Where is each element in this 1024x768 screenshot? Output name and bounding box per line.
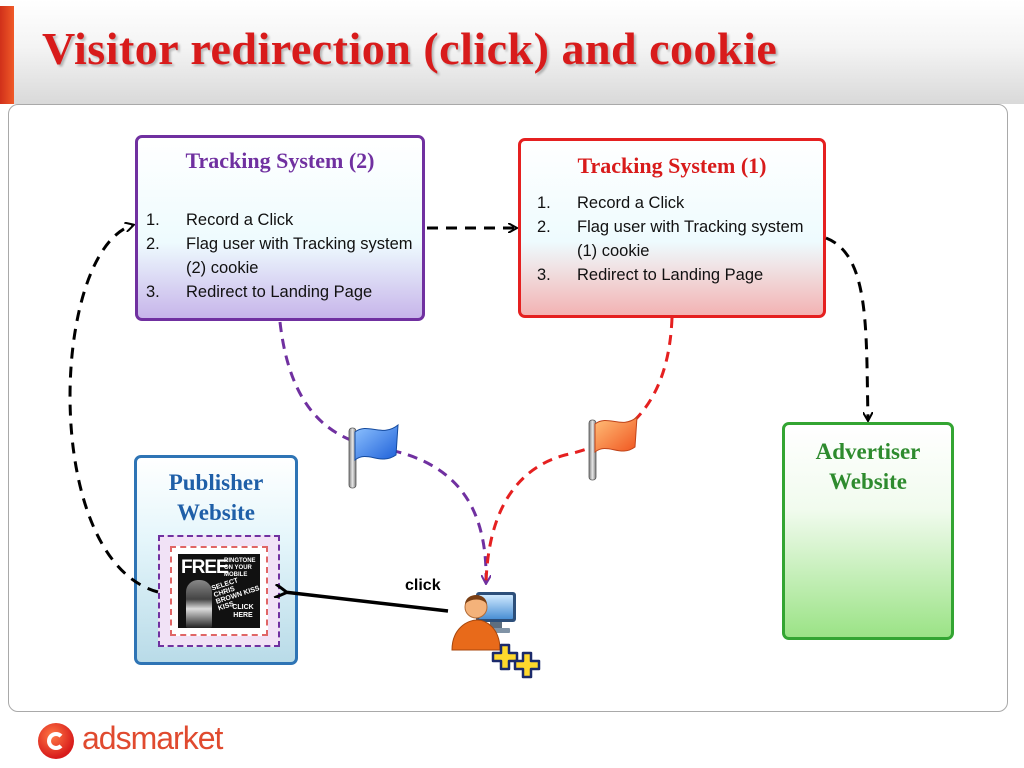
arrow-user-to-publisher (284, 592, 449, 613)
click-label: click (405, 577, 441, 594)
tracking-system-2-heading: Tracking System (2) (185, 148, 375, 173)
banner-ad[interactable]: FREE RINGTONE ON YOUR MOBILE SELECT CHRI… (178, 554, 260, 628)
banner-ad-cta: CLICK HERE (232, 604, 254, 619)
step-number: 2. (146, 235, 160, 253)
step-text: Redirect to Landing Page (577, 266, 764, 284)
slide-title: Visitor redirection (click) and cookie (42, 23, 778, 74)
step-item: 1. Record a Click (537, 191, 817, 215)
step-item: 3. Redirect to Landing Page (146, 280, 416, 304)
tracking-system-2-steps: 1. Record a Click 2. Flag user with Tracki… (146, 208, 416, 304)
blue-flag-icon (348, 423, 399, 489)
publisher-website-heading: Publisher Website (168, 470, 264, 525)
cookie-path-ts1 (484, 317, 674, 584)
advertiser-website-heading: Advertiser Website (815, 439, 921, 494)
step-number: 1. (537, 194, 551, 212)
add-plus-icon (491, 643, 541, 679)
adsmarket-logo: adsmarket (38, 718, 238, 762)
step-text: Record a Click (186, 211, 294, 229)
arrow-publisher-to-ts2 (68, 225, 159, 594)
step-item: 1. Record a Click (146, 208, 416, 232)
title-accent (0, 6, 14, 104)
step-number: 1. (146, 211, 160, 229)
step-item: 3. Redirect to Landing Page (537, 263, 817, 287)
banner-ad-inner: FREE RINGTONE ON YOUR MOBILE SELECT CHRI… (170, 546, 268, 636)
step-text: Redirect to Landing Page (186, 283, 373, 301)
step-item: 2. Flag user with Tracking system (1) coo… (537, 215, 817, 263)
banner-ad-ringtone-text: RINGTONE ON YOUR MOBILE (224, 558, 256, 578)
step-number: 3. (537, 266, 551, 284)
tracking-system-1-box: Tracking System (1) 1. Record a Click 2. F… (518, 138, 826, 318)
arrow-ts1-to-advertiser (825, 236, 868, 420)
tracking-system-1-heading: Tracking System (1) (577, 153, 767, 178)
step-item: 2. Flag user with Tracking system (2) coo… (146, 232, 416, 280)
advertiser-website-box: Advertiser Website (782, 422, 954, 640)
adsmarket-logo-text: adsmarket (82, 720, 223, 756)
title-bar: Visitor redirection (click) and cookie (0, 0, 1024, 104)
banner-ad-frame: FREE RINGTONE ON YOUR MOBILE SELECT CHRI… (158, 535, 280, 647)
banner-ad-free-text: FREE (181, 557, 229, 578)
user-computer-icon (451, 592, 516, 651)
tracking-system-2-box: Tracking System (2) 1. Record a Click 2. F… (135, 135, 425, 321)
step-number: 3. (146, 283, 160, 301)
adsmarket-logo-icon (38, 723, 74, 759)
step-text: Record a Click (577, 194, 685, 212)
step-text: Flag user with Tracking system (1) cooki… (577, 218, 804, 260)
tracking-system-1-steps: 1. Record a Click 2. Flag user with Tracki… (537, 191, 817, 287)
step-number: 2. (537, 218, 551, 236)
banner-ad-artist-image (186, 580, 212, 628)
orange-flag-icon (588, 415, 638, 481)
step-text: Flag user with Tracking system (2) cooki… (186, 235, 413, 277)
